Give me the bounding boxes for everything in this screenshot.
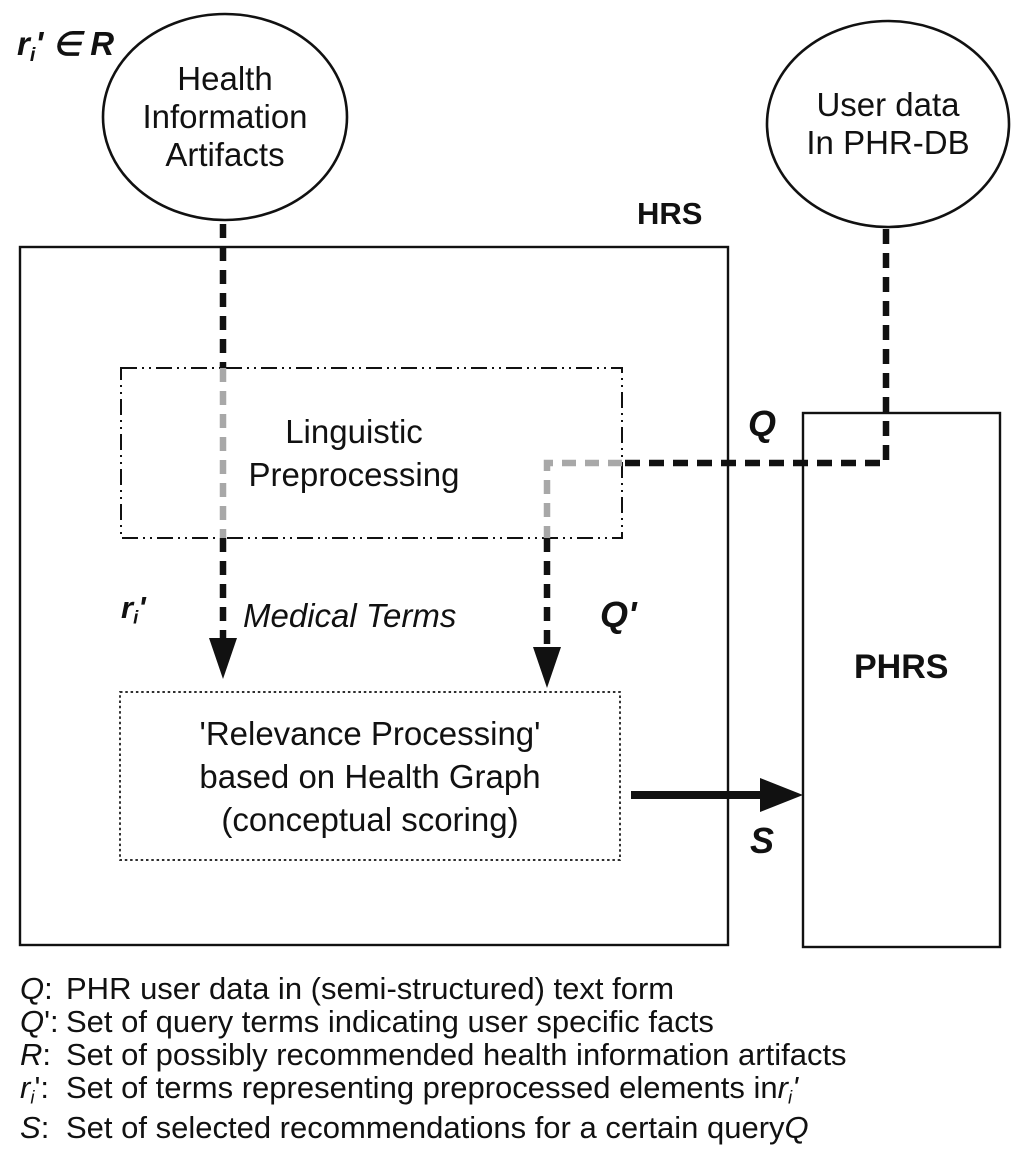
medical-terms-label: Medical Terms (243, 597, 457, 634)
legend-item: R: Set of possibly recommended health in… (20, 1037, 847, 1072)
legend-item: Q': Set of query terms indicating user s… (20, 1004, 714, 1039)
phrs-box-outline (801, 411, 1002, 949)
hrs-box-outline (18, 245, 730, 947)
health-artifacts-ellipse-outline (101, 12, 349, 222)
user-data-ellipse-outline (765, 19, 1011, 229)
ri-arrowhead-icon (209, 638, 237, 679)
q-prime-arrowhead-icon (533, 647, 561, 688)
q-prime-edge-label: Q' (600, 594, 637, 635)
linguistic-preprocessing-node: Linguistic Preprocessing (248, 413, 460, 493)
user-data-node: User data In PHR-DB (806, 86, 970, 161)
relevance-processing-node: 'Relevance Processing' based on Health G… (199, 714, 541, 838)
legend-text: Set of terms representing preprocessed e… (66, 1070, 778, 1105)
linguistic-box-outline (120, 367, 623, 539)
s-arrowhead-icon (760, 778, 803, 812)
s-edge-label: S (750, 820, 775, 861)
legend-text: PHR user data in (semi-structured) text … (66, 971, 675, 1006)
q-edge-label: Q (748, 403, 777, 444)
hrs-label: HRS (637, 196, 703, 231)
legend-text: Set of possibly recommended health infor… (66, 1037, 847, 1072)
health-artifacts-node: Health Information Artifacts (142, 60, 308, 173)
legend-text: Set of query terms indicating user speci… (66, 1004, 714, 1039)
ri-edge-label: ri' (121, 590, 146, 628)
legend-item: Q: PHR user data in (semi-structured) te… (20, 971, 675, 1006)
q-flow-line (622, 229, 890, 467)
relevance-box-outline (119, 691, 621, 861)
legend-item: S: Set of selected recommendations for a… (20, 1110, 809, 1145)
legend-text: Set of selected recommendations for a ce… (66, 1110, 785, 1145)
q-flow-line-through-box (543, 459, 622, 538)
ri-in-r-label: ri' ∈ R (17, 25, 115, 66)
legend-item: ri': Set of terms representing preproces… (20, 1070, 799, 1108)
phrs-label: PHRS (854, 648, 949, 686)
legend: Q: PHR user data in (semi-structured) te… (20, 971, 1010, 1145)
